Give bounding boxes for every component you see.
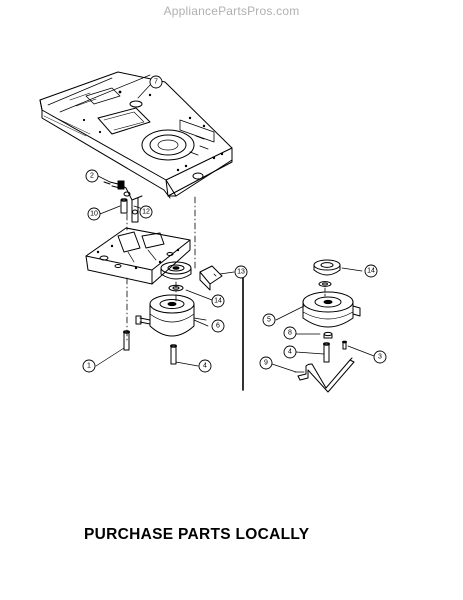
left-clutch-6 (135, 294, 207, 337)
bolt-3 (342, 340, 347, 350)
callout-10: 10 (90, 211, 98, 218)
bolt-1 (123, 330, 130, 351)
callout-6: 6 (216, 323, 220, 330)
callout-8: 8 (288, 330, 292, 337)
callout-1: 1 (87, 363, 91, 370)
mower-frame (39, 71, 233, 199)
callout-3: 3 (378, 354, 382, 361)
right-pulley-14 (313, 259, 341, 276)
callout-2: 2 (90, 173, 94, 180)
callout-12: 12 (142, 209, 150, 216)
callout-5: 5 (267, 317, 271, 324)
bolt-2 (103, 180, 125, 190)
torque-bracket-9 (294, 357, 355, 393)
callout-9: 9 (264, 360, 268, 367)
callout-circles (82, 75, 387, 373)
spacer-10 (120, 198, 128, 214)
callout-4-left: 4 (203, 363, 207, 370)
leader-lines (95, 84, 375, 373)
right-clutch-5 (302, 291, 361, 328)
left-washer (168, 284, 184, 292)
purchase-locally-notice: PURCHASE PARTS LOCALLY (84, 526, 310, 543)
watermark-text: AppliancePartsPros.com (163, 4, 300, 18)
callout-4-right: 4 (288, 349, 292, 356)
mounting-plate (85, 227, 191, 285)
callout-14-right: 14 (367, 268, 375, 275)
callout-numbers: 7 2 10 12 13 14 6 1 4 14 5 8 4 9 3 (87, 79, 382, 370)
bracket-13 (199, 265, 223, 291)
right-washer (318, 281, 332, 287)
spacer-8 (323, 331, 333, 339)
left-pulley-14 (160, 261, 192, 280)
bolt-4-right (323, 342, 330, 363)
callout-14-left: 14 (214, 298, 222, 305)
bolt-4-left (170, 344, 177, 365)
callout-13: 13 (237, 269, 245, 276)
callout-7: 7 (154, 79, 158, 86)
pto-bracket (119, 183, 143, 223)
